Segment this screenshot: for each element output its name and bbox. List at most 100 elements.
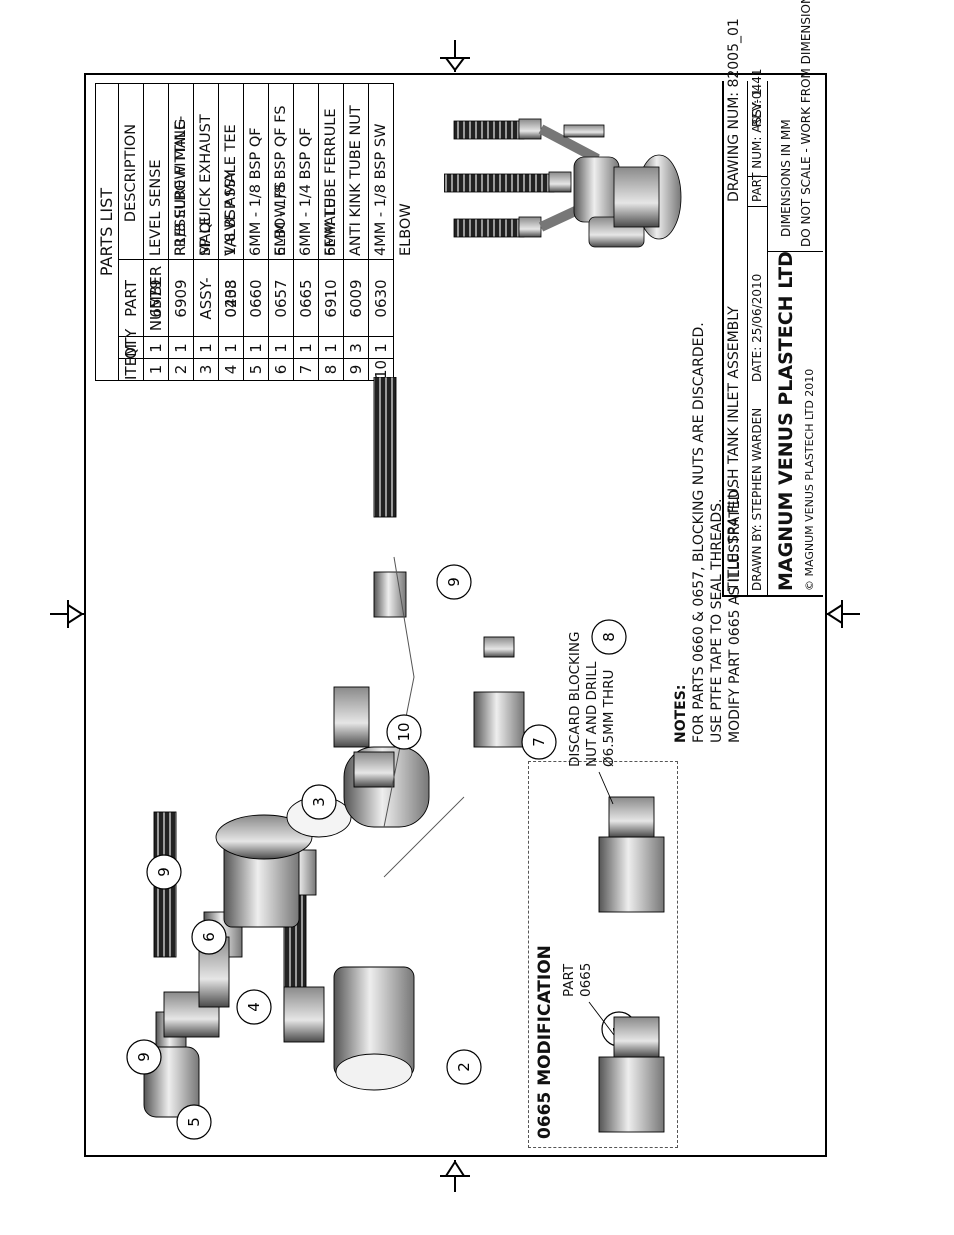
description-cell: ANTI KINK TUBE NUT [348, 105, 364, 256]
qty-cell: 3 [344, 336, 369, 359]
item-balloon: 9 [126, 1039, 162, 1075]
revision: REV: 1 [750, 88, 764, 127]
qty-cell: 1 [269, 336, 294, 359]
item-balloon: 4 [236, 989, 272, 1025]
part-3-hex [353, 751, 395, 788]
item-balloon: 8 [591, 619, 627, 655]
part-number-cell: 0630 [369, 259, 394, 337]
company-name: MAGNUM VENUS PLASTECH LTD [775, 251, 797, 591]
description-cell: 6MM - 1/8 BSP QF ELBOW FS [248, 127, 289, 256]
copyright: © MAGNUM VENUS PLASTECH LTD 2010 [803, 368, 816, 591]
description-cell: 6MM - 1/8 BSP QF FS [273, 105, 289, 256]
tube-path [383, 556, 415, 828]
modification-box: 0665 MODIFICATION PART 0665 DISCARD BLOC… [528, 632, 678, 1148]
balloon-label: 6 [200, 932, 218, 942]
item-balloon: 7 [521, 724, 557, 760]
qty-cell: 1 [244, 336, 269, 359]
part-number-cell: 6009 [344, 259, 369, 337]
dimensions-note-2: DO NOT SCALE - WORK FROM DIMENSIONS [799, 0, 813, 247]
part-number-cell: 6910 [319, 259, 344, 337]
part-0665-before-nut [613, 1016, 660, 1058]
balloon-label: 2 [455, 1062, 473, 1072]
part-8-ferrule [483, 636, 515, 658]
description-cell: 1/8 BSP MALE TEE [223, 124, 239, 256]
item-balloon: 5 [176, 1104, 212, 1140]
tube-nut-right [373, 571, 407, 618]
header-qty: QTY [119, 329, 144, 359]
description-cell: 6MM - 1/4 BSP QF FEMALE [298, 127, 339, 256]
drawn-by: DRAWN BY: STEPHEN WARDEN [750, 407, 764, 591]
part-number-cell: 0665 [294, 259, 319, 337]
table-header-row: ITEM QTY PART NUMBER DESCRIPTION [118, 84, 165, 380]
exploded-view: 1234567899910 [126, 377, 637, 1140]
part-number-cell: 6579 [144, 259, 169, 337]
balloon-label: 3 [310, 797, 328, 807]
part-number-cell: 6909 [169, 259, 194, 337]
modification-illustration [588, 771, 665, 1133]
item-balloon: 10 [386, 714, 422, 750]
balloon-label: 9 [135, 1052, 153, 1062]
qty-cell: 1 [319, 336, 344, 359]
qty-cell: 1 [169, 336, 194, 359]
modification-instruction-2: NUT AND DRILL [584, 661, 600, 767]
dimensions-note-1: DIMENSIONS IN MM [779, 119, 793, 237]
part-1-end [335, 1053, 413, 1091]
part-number-cell: 0657 [269, 259, 294, 337]
balloon-label: 7 [530, 737, 548, 747]
balloon-label: 9 [445, 577, 463, 587]
part-number-cell: ASSY-0438 [194, 259, 240, 337]
description-cell: 6MM TUBE FERRULE [323, 108, 339, 256]
balloon-label: 5 [185, 1117, 203, 1127]
modification-instruction-3: Ø6.5MM THRU [601, 669, 617, 767]
parts-list-table: PARTS LIST ITEM QTY PART NUMBER DESCRIPT… [95, 83, 414, 381]
description-cell: 4MM - 1/8 BSP SW ELBOW [373, 123, 414, 256]
part-0665-before-body [598, 1056, 665, 1133]
qty-cell: 1 [294, 336, 319, 359]
part-7-female [473, 691, 525, 748]
qty-cell: 1 [194, 336, 219, 359]
part-10-elbow [333, 686, 370, 748]
description-cell: SP QUICK EXHAUST VALVE ASSY [198, 114, 239, 256]
modification-instruction-1: DISCARD BLOCKING [567, 631, 583, 767]
qty-cell: 1 [369, 336, 394, 359]
header-description: DESCRIPTION [123, 123, 139, 223]
leader-part [588, 1001, 615, 1036]
leader-line [383, 796, 465, 878]
description-cell: LEVEL SENSE PRESSURE FITTING [148, 118, 189, 256]
balloon-label: 8 [600, 632, 618, 642]
note-line-1: FOR PARTS 0660 & 0657, BLOCKING NUTS ARE… [691, 322, 707, 743]
title-text: TITLE: SP4 FLUSH TANK INLET ASSEMBLY [726, 306, 742, 591]
part-number-cell: 0203 [219, 259, 244, 337]
item-balloon: 3 [301, 784, 337, 820]
parts-list-caption: PARTS LIST [97, 187, 116, 277]
part-2-elbow [283, 986, 325, 1043]
part-0665-after-nut [608, 796, 655, 838]
item-balloon: 9 [146, 854, 182, 890]
title-block: TITLE: SP4 FLUSH TANK INLET ASSEMBLY DRA… [722, 0, 823, 597]
header-part-number: PART NUMBER [119, 259, 165, 337]
balloon-label: 4 [245, 1002, 263, 1012]
drawing-number: DRAWING NUM: 82005_01 [726, 18, 742, 202]
date: DATE: 25/06/2010 [750, 273, 764, 382]
balloon-label: 9 [155, 867, 173, 877]
balloon-label: 10 [395, 722, 413, 741]
part-0665-after-body [598, 836, 665, 913]
qty-cell: 1 [144, 336, 169, 359]
item-balloon: 6 [191, 919, 227, 955]
item-balloon: 9 [436, 564, 472, 600]
item-balloon: 2 [446, 1049, 482, 1085]
anti-kink-spring-right [373, 377, 397, 518]
part-number-cell: 0660 [244, 259, 269, 337]
